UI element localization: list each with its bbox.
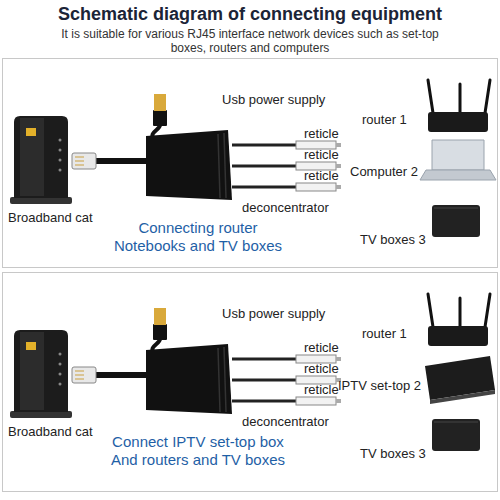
laptop-base — [420, 170, 496, 180]
device-label: TV boxes 3 — [360, 446, 426, 461]
diagram-title: Schematic diagram of connecting equipmen… — [0, 4, 500, 25]
cable-label: reticle — [304, 340, 339, 355]
panel-caption: Connect IPTV set-top box And routers and… — [103, 433, 293, 469]
device-label: IPTV set-top 2 — [338, 378, 421, 393]
subtitle: It is suitable for various RJ45 interfac… — [50, 27, 450, 55]
cable-label: reticle — [304, 168, 339, 183]
device-label: router 1 — [362, 112, 407, 127]
device-label: router 1 — [362, 326, 407, 341]
iptv-box-edge — [430, 390, 495, 404]
part-label: deconcentrator — [242, 200, 329, 215]
power-label: Usb power supply — [222, 306, 325, 321]
cable-label: reticle — [304, 361, 339, 376]
cable-label: reticle — [304, 147, 339, 162]
laptop-screen — [432, 140, 484, 170]
device-label: Computer 2 — [350, 164, 418, 179]
panel-caption: Connecting router Notebooks and TV boxes — [103, 219, 293, 255]
cable-label: reticle — [304, 126, 339, 141]
device-label: TV boxes 3 — [360, 232, 426, 247]
device-label: Broadband cat — [8, 424, 93, 439]
cable-label: reticle — [304, 382, 339, 397]
power-label: Usb power supply — [222, 92, 325, 107]
part-label: deconcentrator — [242, 414, 329, 429]
device-label: Broadband cat — [8, 210, 93, 225]
